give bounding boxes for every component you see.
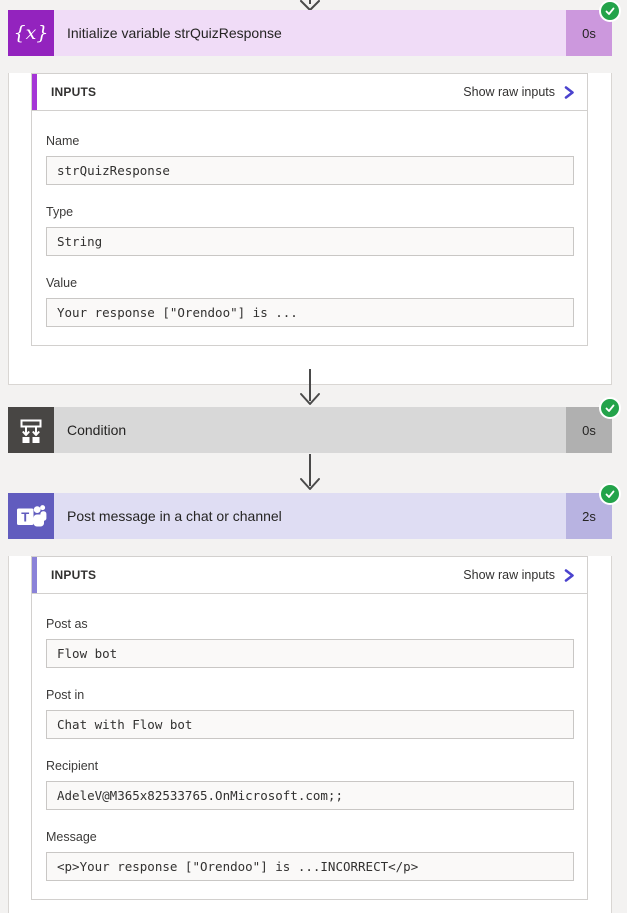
- field-message: Message <p>Your response ["Orendoo"] is …: [46, 830, 574, 881]
- action-card-condition: Condition 0s: [8, 397, 621, 453]
- chevron-right-icon: [564, 568, 574, 582]
- field-label: Post in: [46, 688, 85, 702]
- teams-letter: T: [21, 510, 29, 525]
- success-check-icon: [599, 483, 621, 505]
- action-header-condition[interactable]: Condition 0s: [8, 397, 621, 453]
- field-value: AdeleV@M365x82533765.OnMicrosoft.com;;: [46, 781, 574, 810]
- field-post-in: Post in Chat with Flow bot: [46, 688, 574, 739]
- action-body: INPUTS Show raw inputs Name strQuizRespo…: [8, 73, 612, 385]
- field-value: Your response ["Orendoo"] is ...: [46, 298, 574, 327]
- inputs-panel: INPUTS Show raw inputs Post as Flow bot: [31, 556, 588, 900]
- condition-branch-icon: [8, 407, 54, 453]
- show-raw-inputs-link[interactable]: Show raw inputs: [463, 85, 575, 99]
- inputs-panel-header: INPUTS Show raw inputs: [32, 557, 587, 594]
- action-title: Post message in a chat or channel: [54, 493, 566, 539]
- field-type: Type String: [46, 205, 574, 256]
- action-duration: 2s: [566, 493, 612, 539]
- action-header-initialize-variable[interactable]: {x} Initialize variable strQuizResponse …: [8, 0, 621, 56]
- inputs-heading: INPUTS: [51, 85, 97, 99]
- show-raw-inputs-label: Show raw inputs: [463, 568, 555, 582]
- field-label: Message: [46, 830, 97, 844]
- flow-connector-arrow: [300, 369, 320, 405]
- inputs-fields: Name strQuizResponse Type String Value Y…: [32, 111, 587, 345]
- field-label: Type: [46, 205, 74, 219]
- inputs-panel: INPUTS Show raw inputs Name strQuizRespo…: [31, 73, 588, 346]
- action-title: Condition: [54, 407, 566, 453]
- field-value: Flow bot: [46, 639, 574, 668]
- field-label: Recipient: [46, 759, 99, 773]
- success-check-icon: [599, 0, 621, 22]
- field-label: Post as: [46, 617, 88, 631]
- action-card-post-message: T Post message in a chat or channel 2s I…: [8, 483, 621, 913]
- inputs-accent-bar: [32, 557, 37, 593]
- show-raw-inputs-link[interactable]: Show raw inputs: [463, 568, 575, 582]
- variable-glyph: {x}: [13, 22, 49, 44]
- inputs-accent-bar: [32, 74, 37, 110]
- field-name: Name strQuizResponse: [46, 134, 574, 185]
- action-header-post-message[interactable]: T Post message in a chat or channel 2s: [8, 483, 621, 539]
- field-value: String: [46, 227, 574, 256]
- chevron-right-icon: [564, 85, 574, 99]
- field-post-as: Post as Flow bot: [46, 617, 574, 668]
- inputs-fields: Post as Flow bot Post in Chat with Flow …: [32, 594, 587, 899]
- teams-icon: T: [8, 493, 54, 539]
- variable-brackets-icon: {x}: [8, 10, 54, 56]
- action-body: INPUTS Show raw inputs Post as Flow bot: [8, 556, 612, 913]
- action-card-initialize-variable: {x} Initialize variable strQuizResponse …: [8, 0, 621, 385]
- flow-connector-arrow: [300, 454, 320, 490]
- show-raw-inputs-label: Show raw inputs: [463, 85, 555, 99]
- field-label: Name: [46, 134, 80, 148]
- inputs-panel-header: INPUTS Show raw inputs: [32, 74, 587, 111]
- field-value: <p>Your response ["Orendoo"] is ...INCOR…: [46, 852, 574, 881]
- field-recipient: Recipient AdeleV@M365x82533765.OnMicroso…: [46, 759, 574, 810]
- field-value: strQuizResponse: [46, 156, 574, 185]
- inputs-heading: INPUTS: [51, 568, 97, 582]
- success-check-icon: [599, 397, 621, 419]
- field-value-row: Value Your response ["Orendoo"] is ...: [46, 276, 574, 327]
- field-value: Chat with Flow bot: [46, 710, 574, 739]
- field-label: Value: [46, 276, 78, 290]
- action-title: Initialize variable strQuizResponse: [54, 10, 566, 56]
